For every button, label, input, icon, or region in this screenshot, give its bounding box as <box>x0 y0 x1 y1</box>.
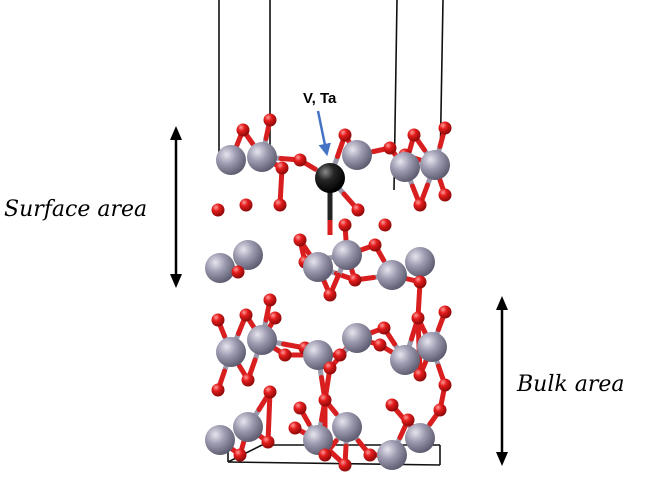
bulk-arrow-head-top <box>496 296 508 310</box>
oxygen-atom <box>263 113 277 127</box>
oxygen-atom <box>261 435 275 449</box>
oxygen-atom <box>273 198 287 212</box>
oxygen-atom <box>318 448 332 462</box>
oxygen-atom <box>323 288 337 302</box>
metal-atom <box>247 325 277 355</box>
metal-atom <box>216 337 246 367</box>
dopant-pointer: V, Ta <box>303 90 337 157</box>
oxygen-atom <box>211 383 225 397</box>
oxygen-atom <box>413 368 427 382</box>
surface-region: Surface area <box>4 126 182 288</box>
dopant-pointer-arrow <box>316 110 331 157</box>
metal-atom <box>303 425 333 455</box>
metal-atom <box>377 440 407 470</box>
metal-atom <box>303 340 333 370</box>
oxygen-atom <box>231 265 245 279</box>
oxygen-atom <box>239 198 253 212</box>
oxygen-atom <box>438 378 452 392</box>
metal-atom <box>303 252 333 282</box>
oxygen-atom <box>293 401 307 415</box>
metal-atom <box>205 425 235 455</box>
metal-atom <box>216 145 246 175</box>
oxygen-atom <box>239 308 253 322</box>
bulk-area-label: Bulk area <box>516 372 624 397</box>
oxygen-atom <box>293 233 307 247</box>
metal-atom <box>420 150 450 180</box>
surface-arrow-head-top <box>170 126 182 140</box>
oxygen-atom <box>211 203 225 217</box>
oxygen-atom <box>383 141 397 155</box>
metal-atom <box>417 332 447 362</box>
oxygen-atom <box>233 448 247 462</box>
surface-arrow-head-bottom <box>170 274 182 288</box>
dopant-label: V, Ta <box>303 90 337 107</box>
oxygen-atom <box>413 198 427 212</box>
oxygen-atom <box>275 161 289 175</box>
metal-atom <box>205 253 235 283</box>
oxygen-atom <box>378 218 392 232</box>
bond-segment <box>265 389 273 445</box>
oxygen-atom <box>338 458 352 472</box>
oxygen-atom <box>236 123 250 137</box>
metal-atom <box>342 140 372 170</box>
metal-atom <box>247 142 277 172</box>
oxygen-atom <box>433 403 447 417</box>
oxygen-atom <box>411 311 425 325</box>
oxygen-atom <box>407 128 421 142</box>
oxygen-atom <box>338 128 352 142</box>
oxygen-atom <box>438 305 452 319</box>
oxygen-atom <box>323 361 337 375</box>
cell-edge <box>227 461 441 466</box>
oxygen-atom <box>385 398 399 412</box>
dopant-atom <box>315 163 345 193</box>
oxygen-atom <box>373 338 387 352</box>
metal-atom <box>390 345 420 375</box>
oxygen-atom <box>338 218 352 232</box>
oxygen-atom <box>348 273 362 287</box>
metal-atom <box>405 247 435 277</box>
oxygen-atom <box>401 413 415 427</box>
oxygen-atom <box>351 203 365 217</box>
metal-atom <box>332 240 362 270</box>
oxygen-atom <box>263 385 277 399</box>
oxygen-atom <box>278 348 292 362</box>
metal-atom <box>390 152 420 182</box>
metal-atom <box>233 412 263 442</box>
metal-atom <box>233 240 263 270</box>
oxygen-atom <box>438 188 452 202</box>
metal-atom <box>377 260 407 290</box>
metal-atom <box>342 323 372 353</box>
oxygen-atom <box>288 421 302 435</box>
oxygen-atom <box>368 238 382 252</box>
oxygen-atom <box>293 153 307 167</box>
oxygen-atom <box>263 293 277 307</box>
bulk-arrow-head-bottom <box>496 452 508 466</box>
metal-atom <box>332 412 362 442</box>
oxygen-atom <box>241 373 255 387</box>
oxygen-atom <box>377 321 391 335</box>
metal-atom <box>405 423 435 453</box>
oxygen-atom <box>363 448 377 462</box>
atom-layer <box>205 113 452 472</box>
oxygen-atom <box>318 393 332 407</box>
oxygen-atom <box>438 121 452 135</box>
surface-area-label: Surface area <box>4 197 147 222</box>
oxygen-atom <box>211 313 225 327</box>
oxygen-atom <box>413 275 427 289</box>
bulk-region: Bulk area <box>496 296 624 466</box>
oxygen-atom <box>333 348 347 362</box>
oxygen-atom <box>268 311 282 325</box>
